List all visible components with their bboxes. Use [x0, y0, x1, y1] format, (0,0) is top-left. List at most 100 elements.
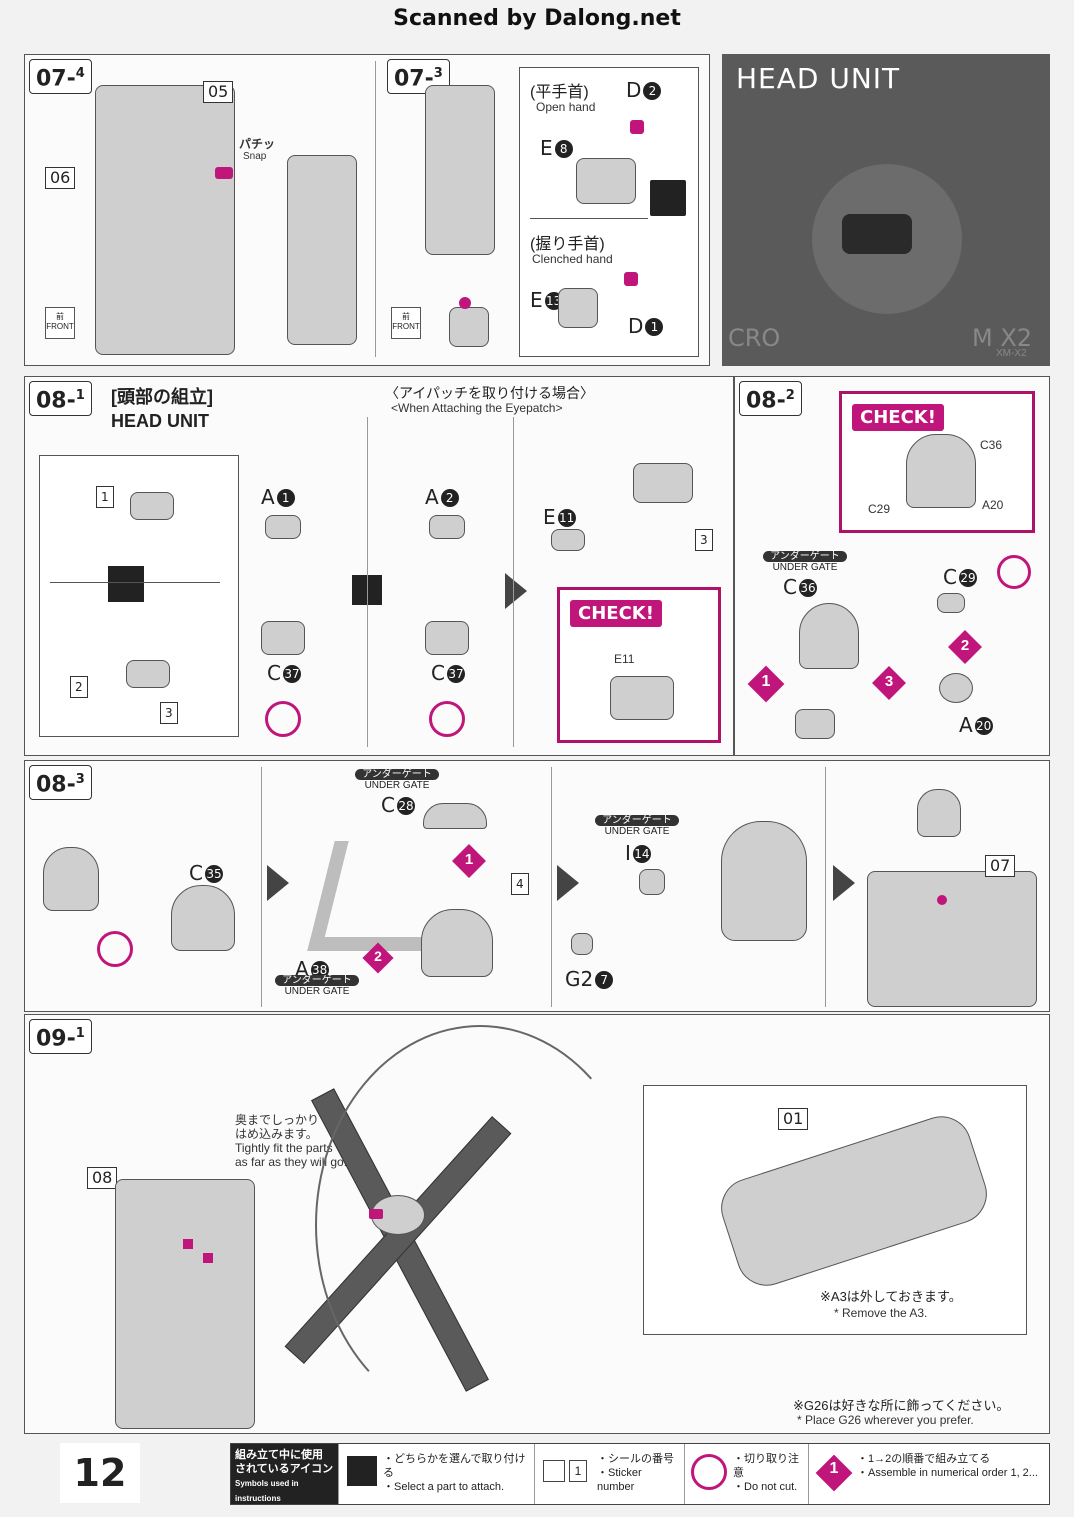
c37b-figure [425, 621, 469, 655]
eyepatch-jp: 〈アイパッチを取り付ける場合〉 [385, 385, 595, 401]
divider-08-1a [367, 417, 368, 747]
head-small-figure [917, 789, 961, 837]
check-figure-08-2 [906, 434, 976, 508]
legend-select-cell: ・どちらかを選んで取り付ける・Select a part to attach. [339, 1444, 535, 1504]
backpack-peg-1 [183, 1239, 193, 1249]
order-marker-08-3-2-label: 2 [374, 948, 382, 964]
divider-08-3b [551, 767, 552, 1007]
order-marker-2-label: 2 [960, 637, 970, 654]
check-e11: E11 [614, 652, 635, 666]
sticker-1-part [130, 492, 174, 520]
sticker-2: 2 [70, 676, 88, 698]
a20-figure [939, 673, 973, 703]
open-hand-figure [576, 158, 636, 204]
label-01: 01 [778, 1108, 809, 1130]
page-number: 12 [60, 1443, 140, 1503]
order-marker-3-label: 3 [884, 673, 894, 690]
no-cut-icon-2 [429, 701, 465, 737]
check-a20: A20 [982, 498, 1004, 512]
place-note-jp: ※G26は好きな所に飾ってください。 [793, 1398, 1010, 1413]
torso-head-figure [867, 871, 1037, 1007]
label-07: 07 [985, 855, 1016, 877]
remove-note-en: * Remove the A3. [834, 1306, 928, 1320]
step-tag-07-3: 07-3 [387, 59, 450, 95]
snap-en: Snap [243, 151, 267, 162]
open-hand-en: Open hand [536, 100, 596, 114]
divider-08-3a [261, 767, 262, 1007]
head-unit-showcase: HEAD UNIT CRO M X2 XM-X2 [722, 54, 1050, 366]
panel-step-09-1: 09-1 奥までしっかり はめ込みます。 Tightly fit the par… [24, 1014, 1050, 1434]
check-box-08-1: CHECK! E11 [557, 587, 721, 743]
label-06: 06 [45, 167, 76, 189]
next-arrow-08-3c [833, 865, 855, 901]
check-c36: C36 [980, 438, 1003, 452]
legend-sticker-number: 1 [569, 1460, 587, 1482]
legend-nocut-cell: ・切り取り注意・Do not cut. [685, 1444, 809, 1504]
scan-credit: Scanned by Dalong.net [393, 6, 681, 31]
sticker-3: 3 [160, 702, 178, 724]
detail-box-01: 01 ※A3は外しておきます。 * Remove the A3. [643, 1085, 1027, 1335]
label-08: 08 [87, 1167, 118, 1189]
order-marker-1-label: 1 [761, 673, 771, 690]
no-cut-icon-4 [97, 931, 133, 967]
panel-step-08-1: 08-1 [頭部の組立] HEAD UNIT 〈アイパッチを取り付ける場合〉 <… [24, 376, 734, 756]
remove-note-jp: ※A3は外しておきます。 [820, 1289, 962, 1304]
step-tag-07-4: 07-4 [29, 59, 92, 95]
check-box-08-2: CHECK! C36 C29 A20 [839, 391, 1035, 533]
i14-figure [639, 869, 665, 895]
no-cut-legend-icon [691, 1454, 727, 1490]
no-cut-icon-3 [997, 555, 1031, 589]
head-unit-title-jp: [頭部の組立] [111, 387, 213, 407]
sticker-4: 4 [511, 873, 529, 895]
clenched-hand-figure [558, 288, 598, 328]
check-figure-08-1 [610, 676, 674, 720]
check-c29: C29 [868, 502, 891, 516]
head-unit-title: HEAD UNIT [736, 62, 901, 95]
tight-fit-note-en-2: as far as they will go. [235, 1155, 348, 1169]
thruster-detail-figure [713, 1108, 995, 1294]
next-arrow-08-1 [505, 573, 527, 609]
e11-figure [551, 529, 585, 551]
tight-fit-note-jp-1: 奥までしっかり [235, 1113, 320, 1127]
sticker-3b: 3 [695, 529, 713, 551]
legend-sticker-icon [543, 1460, 565, 1482]
wrist-peg [459, 297, 471, 309]
c28-figure [423, 803, 487, 829]
open-hand-jp: (平手首) [530, 84, 589, 101]
next-arrow-08-3a [267, 865, 289, 901]
head-unit-visor [842, 214, 912, 254]
legend-order-cell: 1 ・1→2の順番で組み立てる・Assemble in numerical or… [809, 1444, 1049, 1504]
tight-fit-note-jp-2: はめ込みます。 [235, 1127, 318, 1141]
wrist-figure [449, 307, 489, 347]
legend-select-icon [347, 1456, 377, 1486]
sticker-2-part [126, 660, 170, 688]
select-icon [650, 180, 686, 216]
divider-08-1b [513, 417, 514, 747]
sticker-choice-box: 1 2 3 [39, 455, 239, 737]
clenched-hand-en: Clenched hand [532, 252, 613, 266]
step-tag-09-1: 09-1 [29, 1019, 92, 1055]
head-peg-marker [937, 895, 947, 905]
